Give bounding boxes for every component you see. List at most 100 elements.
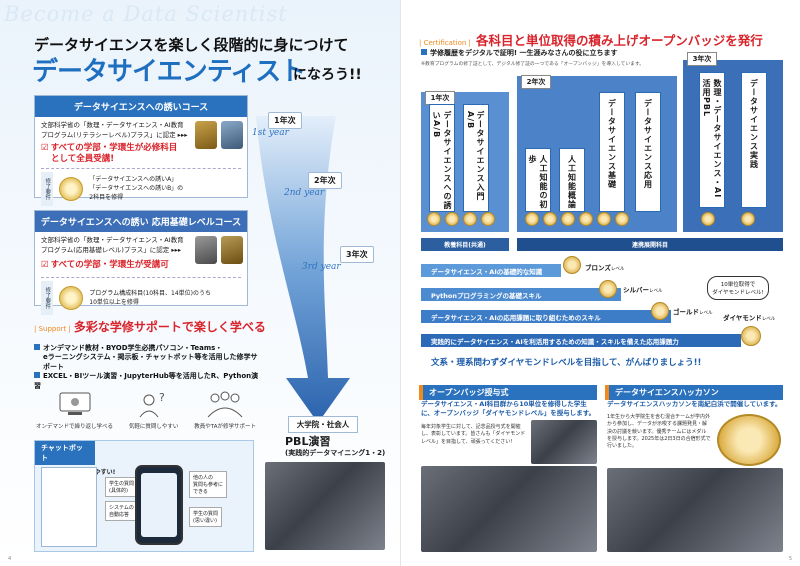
chat-callout-2: システムの 自動応答 <box>105 501 138 521</box>
course-title: データサイエンスへの誘い 応用基礎レベルコース <box>35 211 247 232</box>
question-person-icon: ? <box>134 388 174 420</box>
subject-y3-a: 数理・データサイエンス・AI活用PBL <box>699 72 725 208</box>
mdash-plus-badge-icon <box>221 236 243 264</box>
left-page: Become a Data Scientist データサイエンスを楽しく段階的に… <box>0 0 400 566</box>
icon-caption: 教員やTAが修学サポート <box>194 424 256 430</box>
y3-block <box>683 60 783 232</box>
category-related: 連携展開科目 <box>517 238 783 251</box>
mdash-badge-icon <box>195 236 217 264</box>
hackathon-group-photo <box>607 468 783 552</box>
requirement-line-2: 10単位以上を修得 <box>89 298 139 306</box>
cert-note: ※教育プログラムの修了証として、デジタル修了証の一つである「オープンバッジ」を導… <box>421 62 645 67</box>
badge-icon <box>579 212 593 226</box>
subject-y1-a: データサイエンスへの誘いA/B <box>429 104 455 212</box>
year-label-3: 3年次 <box>340 246 374 263</box>
badge-icon <box>427 212 441 226</box>
badge-icon <box>481 212 495 226</box>
year-label-1: 1年次 <box>268 112 302 129</box>
bronze-badge-icon <box>563 256 581 274</box>
main-title-suffix: になろう!! <box>293 67 362 83</box>
badge-icon <box>741 212 755 226</box>
hackathon-body: 1年生から大学院生を含む混合チームが学内外から参加し、データが示唆する課題発見・… <box>607 414 711 449</box>
support-tag: | Support | <box>34 325 71 333</box>
slogan: 文系・理系問わずダイヤモンドレベルを目指して、がんばりましょう!! <box>431 358 702 368</box>
skill-bar-bronze: データサイエンス・AIの基礎的な知識 <box>421 264 561 277</box>
skill-bar-gold: データサイエンス・AIの応用課題に取り組むためのスキル <box>421 310 671 323</box>
right-page: | Certification | 各科目と単位取得の積み上げオープンバッジを発… <box>400 0 800 566</box>
course-card-applied: データサイエンスへの誘い 応用基礎レベルコース 文部科学省の「数理・データサイエ… <box>34 210 248 315</box>
y1-label: 1年次 <box>425 91 455 105</box>
classroom-photo <box>265 462 385 550</box>
chat-callout-3: 他の人の 質問も参考に できる <box>189 471 228 498</box>
chatbot-title: チャットボット <box>35 441 95 465</box>
page-number: 5 <box>788 556 792 562</box>
page-number: 4 <box>8 556 12 562</box>
badge-icon <box>463 212 477 226</box>
cert-subtitle: 学修履歴をデジタルで証明! 一生涯みなさんの役に立ちます <box>421 48 618 58</box>
y2-badges <box>525 212 629 226</box>
requirement-line-1: プログラム構成科目(10科目、14単位)のうち <box>89 289 212 297</box>
year-script-3: 3rd year <box>302 262 341 272</box>
required-note-1: すべての学部・学環生が必修科目 <box>50 142 178 153</box>
cert-subtitle-text: 学修履歴をデジタルで証明! 一生涯みなさんの役に立ちます <box>430 49 618 57</box>
badge-icon <box>615 212 629 226</box>
subject-y3-b: データサイエンス実践 <box>741 72 767 208</box>
staff-group-icon <box>205 388 245 420</box>
y3-badges <box>701 212 755 226</box>
category-basic: 教養科目(共通) <box>421 238 509 251</box>
pbl-subtitle: (実践的データマイニング1・2) <box>285 449 386 457</box>
chatbot-screenshot <box>41 467 97 547</box>
lead-text: データサイエンスを楽しく段階的に身につけて <box>34 36 349 54</box>
course-desc-2: プログラム(リテラシーレベル)プラス」に認定 ▸▸▸ <box>41 130 188 139</box>
diamond-callout: 10単位取得で ダイヤモンドレベル! <box>707 276 769 300</box>
open-badge-icon <box>59 176 84 201</box>
badge-icon <box>543 212 557 226</box>
support-title: 多彩な学修サポートで楽しく学べる <box>73 320 266 334</box>
requirement-tag: 修了要件 <box>41 280 54 315</box>
required-note-2: として全員受講! <box>51 153 115 164</box>
hackathon-lead: データサイエンスハッカソンを南紀白浜で開催しています。 <box>607 400 782 408</box>
watermark-title: Become a Data Scientist <box>4 2 288 26</box>
subject-y2-d: データサイエンス応用 <box>635 92 661 212</box>
badge-icon <box>701 212 715 226</box>
requirement-tag: 修了要件 <box>41 171 54 206</box>
support-heading: | Support |多彩な学修サポートで楽しく学べる <box>34 318 266 335</box>
requirement-line-2: 「データサイエンスへの誘いB」の <box>89 185 184 193</box>
badge-icon <box>445 212 459 226</box>
diamond-badge-icon <box>741 326 761 346</box>
chat-callout-1: 学生の質問 (具体的) <box>105 477 139 497</box>
open-badge-icon <box>59 285 84 310</box>
chatbot-panel: チャットボット さっと使えて質問しやすい! 学生の質問 (具体的) システムの … <box>34 440 254 552</box>
mdash-plus-badge-icon <box>221 121 243 149</box>
course-card-literacy: データサイエンスへの誘いコース 文部科学省の「数理・データサイエンス・AI教育 … <box>34 95 248 206</box>
course-desc-1: 文部科学省の「数理・データサイエンス・AI教育 <box>41 121 184 129</box>
support-icon-ondemand: オンデマンドで繰り返し学べる <box>36 388 113 430</box>
badge-icon <box>597 212 611 226</box>
year-label-2: 2年次 <box>308 172 342 189</box>
skill-bar-diamond: 実践的にデータサイエンス・AIを利活用するための知識・スキルを備えた応用課題力 <box>421 334 741 347</box>
cert-title: 各科目と単位取得の積み上げオープンバッジを発行 <box>475 33 763 48</box>
award-lead: データサイエンス・AI科目群から10単位を修得した学生に、オープンバッジ「ダイヤ… <box>421 400 596 417</box>
medal-icon <box>717 414 781 466</box>
pbl-title: PBL演習 <box>285 435 331 448</box>
award-heading: オープンバッジ授与式 <box>419 385 597 400</box>
hackathon-heading: データサイエンスハッカソン <box>605 385 783 400</box>
course-desc-1: 文部科学省の「数理・データサイエンス・AI教育 <box>41 236 184 244</box>
subject-y2-c: データサイエンス基礎 <box>599 92 625 212</box>
skill-bar-silver: Pythonプログラミングの基礎スキル <box>421 288 621 301</box>
subject-y1-b: データサイエンス入門A/B <box>463 104 489 212</box>
y2-label: 2年次 <box>521 75 551 89</box>
support-bullet-2: EXCEL・BIツール演習・JupyterHub等を活用したR、Python演習 <box>34 372 259 390</box>
svg-text:?: ? <box>159 391 165 404</box>
badge-icon <box>525 212 539 226</box>
gold-badge-icon <box>651 302 669 320</box>
icon-caption: 気軽に質問しやすい <box>128 424 179 430</box>
requirement-line-3: 2科目を修得 <box>89 194 124 202</box>
year-script-1: 1st year <box>252 128 289 138</box>
level-bronze: ブロンズレベル <box>585 264 625 272</box>
cert-heading: | Certification | 各科目と単位取得の積み上げオープンバッジを発… <box>419 30 763 49</box>
check-icon: ☑ <box>41 142 49 153</box>
support-icon-question: ? 気軽に質問しやすい <box>129 388 178 430</box>
required-note-1: すべての学部・学環生が受講可 <box>50 259 169 270</box>
